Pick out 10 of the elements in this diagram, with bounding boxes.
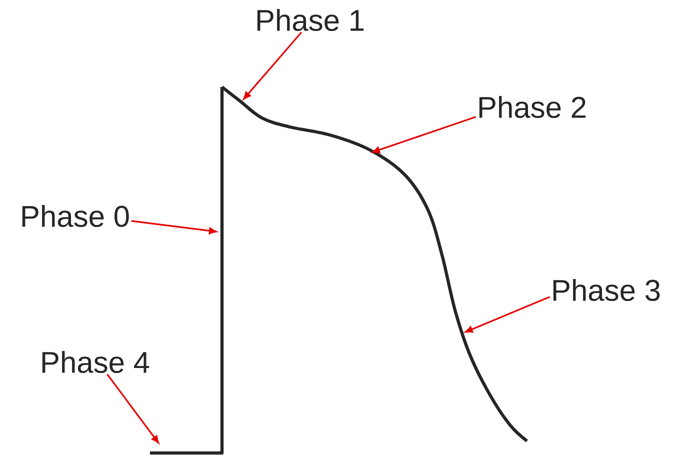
leader-arrow	[131, 220, 217, 234]
phase-label: Phase 3	[553, 279, 660, 302]
phase-label: Phase 2	[479, 96, 586, 118]
leader-arrow	[106, 374, 159, 444]
phase-label: Phase 1	[257, 9, 364, 32]
phase-label: Phase 0	[22, 205, 129, 228]
leader-arrow	[465, 296, 550, 333]
leader-arrow	[372, 116, 476, 154]
phase-label: Phase 4	[42, 351, 150, 374]
leader-arrow	[243, 32, 302, 100]
